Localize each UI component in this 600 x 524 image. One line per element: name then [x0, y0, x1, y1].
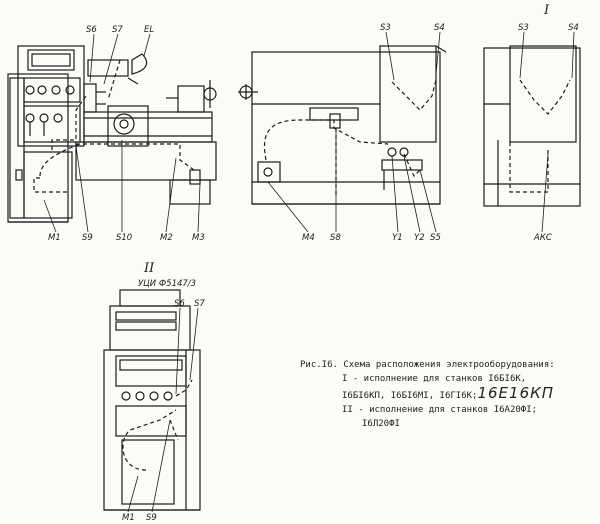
partial-view-wiring — [509, 79, 571, 193]
label-uci: УЦИ Ф5147/3 — [138, 279, 196, 289]
label-m1-variant: M1 — [122, 513, 135, 523]
label-view-one: I — [543, 3, 550, 18]
caption-line-5: I6Л20ФI — [362, 419, 400, 429]
label-s8: S8 — [330, 233, 341, 243]
caption-line-3: I6БI6КП, I6БI6МI, I6ГI6К;16Е16КП — [300, 386, 596, 403]
front-view-wiring — [33, 59, 195, 193]
label-m1-front: M1 — [48, 233, 61, 243]
label-s6-variant: S6 — [174, 299, 185, 309]
label-s10: S10 — [116, 233, 132, 243]
label-s3-side: S3 — [380, 23, 391, 33]
label-s3-partial: S3 — [518, 23, 529, 33]
label-m3: M3 — [192, 233, 205, 243]
label-s9-front: S9 — [82, 233, 93, 243]
component-labels: S6 S7 EL M1 S9 S10 M2 M3 S3 S4 M4 S8 Y1 … — [48, 3, 579, 523]
front-view-lathe — [7, 45, 217, 223]
label-s7-front: S7 — [112, 25, 123, 35]
label-s5: S5 — [430, 233, 441, 243]
variant-two-wiring — [122, 379, 193, 471]
side-view-lathe — [238, 45, 447, 205]
caption-handwritten: 16Е16КП — [477, 384, 555, 402]
label-s6-front: S6 — [86, 25, 97, 35]
leader-lines — [43, 31, 575, 513]
label-y1: Y1 — [392, 233, 403, 243]
label-aks: АКС — [533, 233, 552, 243]
caption-line-2: I - исполнение для станков I6БI6К, — [342, 374, 527, 384]
label-el: EL — [144, 25, 154, 35]
side-view-wiring — [264, 79, 437, 196]
label-s4-side: S4 — [434, 23, 445, 33]
caption-line-1: Рис.I6. Схема расположения электрооборуд… — [300, 360, 555, 370]
label-s7-variant: S7 — [194, 299, 205, 309]
figure-caption: Рис.I6. Схема расположения электрооборуд… — [300, 358, 596, 431]
label-s9-variant: S9 — [146, 513, 157, 523]
label-view-two: II — [143, 261, 155, 276]
partial-view — [483, 45, 581, 207]
label-s4-partial: S4 — [568, 23, 579, 33]
label-m2: M2 — [160, 233, 173, 243]
label-m4: M4 — [302, 233, 315, 243]
variant-two-view — [103, 289, 201, 511]
caption-line-4: II - исполнение для станков I6А20ФI; — [342, 405, 538, 415]
caption-line-3-text: I6БI6КП, I6БI6МI, I6ГI6К; — [342, 391, 478, 401]
label-y2: Y2 — [414, 233, 425, 243]
